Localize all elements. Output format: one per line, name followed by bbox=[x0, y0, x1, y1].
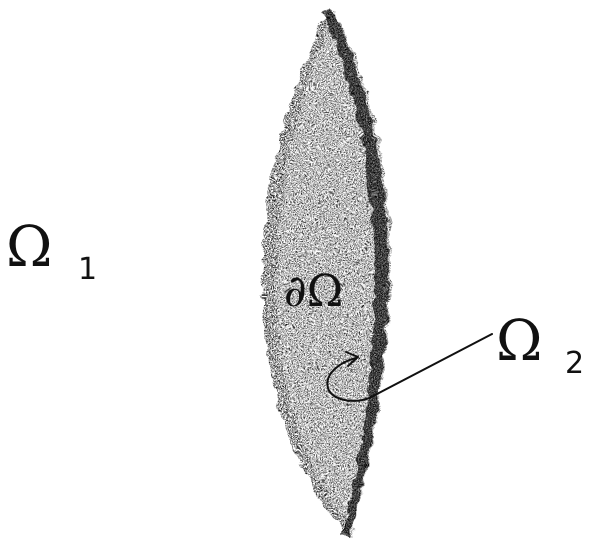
omega2-symbol: Ω bbox=[496, 309, 542, 374]
omega1-subscript: 1 bbox=[78, 252, 97, 287]
region-fill-stipple bbox=[262, 5, 391, 538]
omega2-subscript: 2 bbox=[565, 346, 584, 381]
curved-arrow bbox=[326, 357, 376, 402]
arrow-head-icon bbox=[345, 351, 359, 367]
boundary-edge-stipple bbox=[322, 5, 389, 538]
omega2-pointer bbox=[326, 333, 493, 402]
omega1-symbol: Ω bbox=[6, 215, 52, 280]
omega1-label: Ω 1 bbox=[6, 215, 97, 287]
omega2-label: Ω 2 bbox=[496, 309, 584, 381]
boundary-label: ∂Ω bbox=[284, 266, 343, 317]
left-edge-stipple bbox=[262, 5, 356, 538]
leader-line bbox=[374, 333, 493, 396]
inner-region-shape bbox=[262, 5, 391, 538]
